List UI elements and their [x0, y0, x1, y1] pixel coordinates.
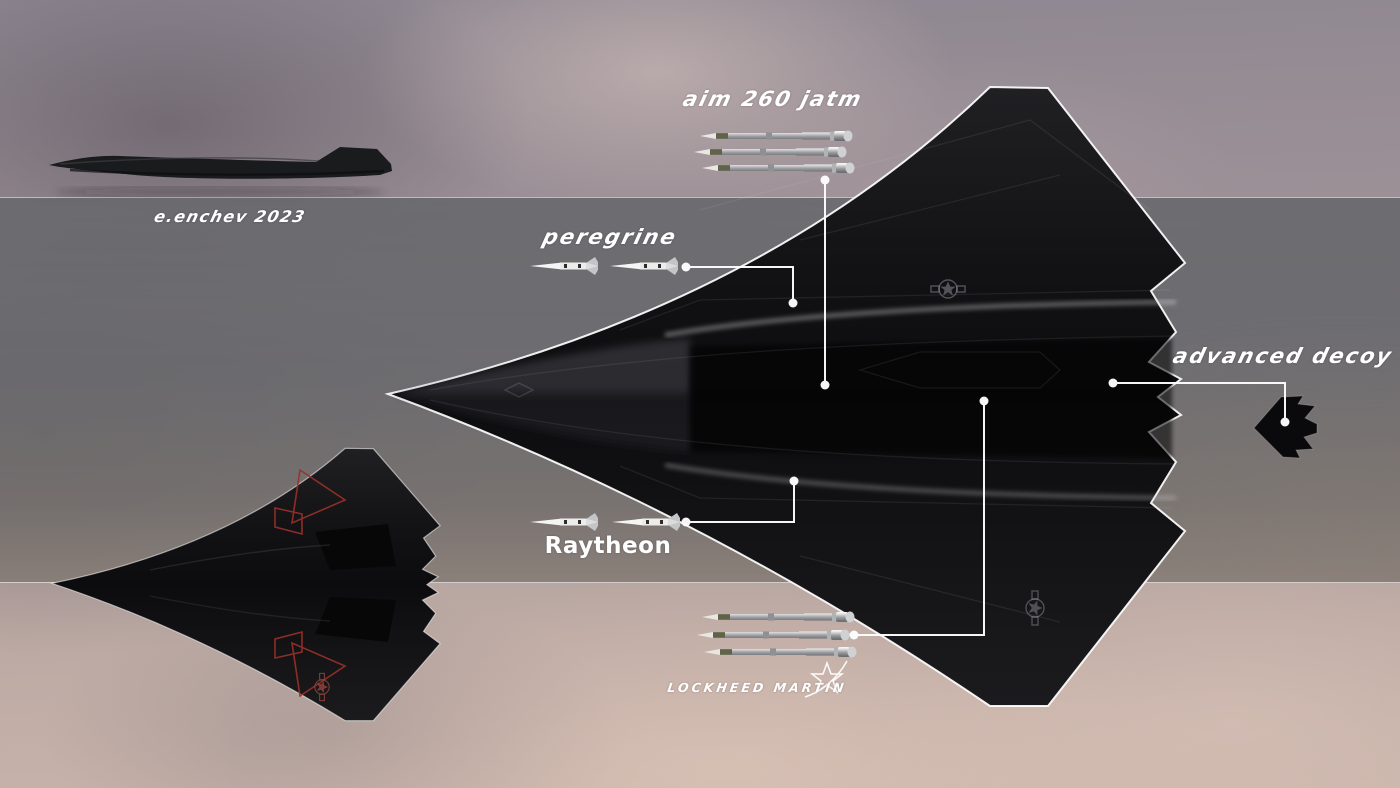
side-view-aircraft — [49, 147, 392, 197]
small-topview-aircraft — [51, 447, 441, 722]
lockheed-martin-wordmark: LOCKHEED MARTIN — [666, 680, 848, 695]
panel-lines — [429, 119, 1176, 623]
main-aircraft — [387, 86, 1186, 707]
callout-label-aim260: aim 260 jatm — [680, 87, 866, 111]
aim260-missile-group-bottom — [697, 611, 857, 658]
raytheon-brand-label: Raytheon — [544, 533, 672, 559]
advanced-decoy-shape — [1253, 395, 1318, 459]
callout-leader-lines — [681, 175, 1290, 640]
artist-signature: e.enchev 2023 — [152, 207, 308, 226]
red-wing-markings — [274, 468, 347, 698]
peregrine-missile-pair-top — [530, 257, 678, 275]
peregrine-missile-pair-bottom — [530, 513, 680, 531]
callout-label-peregrine: peregrine — [540, 225, 680, 249]
lockheed-martin-star-icon — [804, 660, 848, 698]
aim260-missile-group-top — [694, 130, 855, 174]
callout-label-advanced-decoy: advanced decoy — [1170, 344, 1396, 368]
